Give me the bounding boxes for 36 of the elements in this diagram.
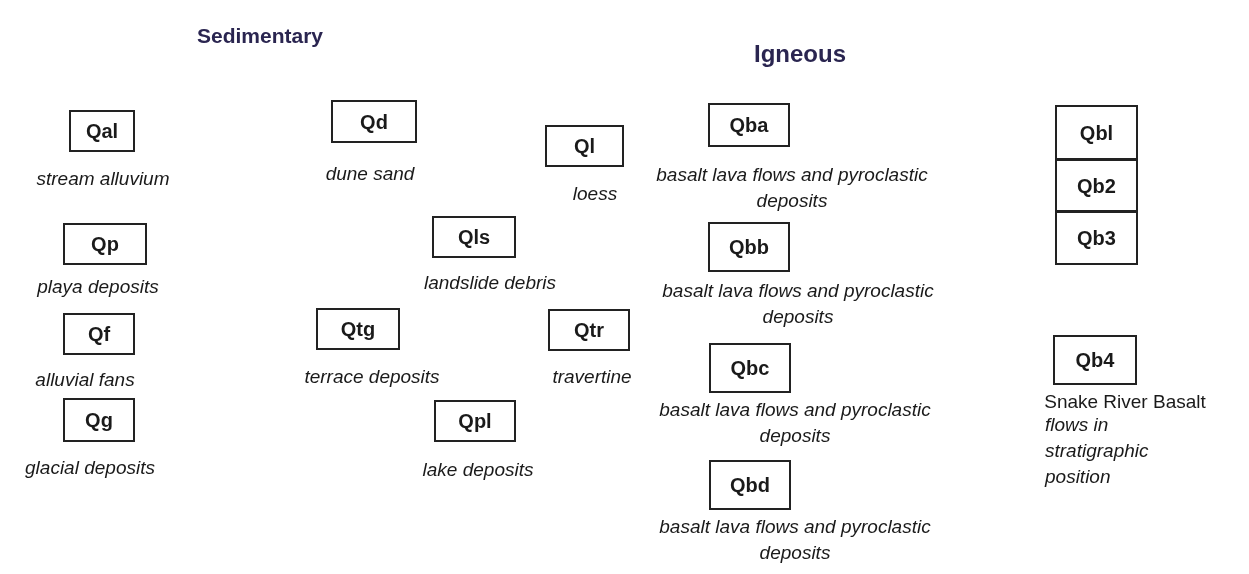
unit-description: basalt lava flows and pyroclastic deposits	[658, 398, 932, 448]
map-unit-box: Qb3	[1055, 211, 1138, 265]
map-unit-box: Qal	[69, 110, 135, 152]
map-unit-box: Qbb	[708, 222, 790, 272]
unit-description: alluvial fans	[34, 368, 136, 392]
unit-description: stream alluvium	[35, 167, 171, 191]
unit-description: basalt lava flows and pyroclastic deposits	[658, 515, 932, 565]
map-unit-box: Qtr	[548, 309, 630, 351]
unit-description: terrace deposits	[303, 365, 441, 389]
unit-description: landslide debris	[423, 271, 557, 295]
map-unit-box: Qba	[708, 103, 790, 147]
map-unit-box: Qpl	[434, 400, 516, 442]
section-heading: Sedimentary	[196, 23, 324, 49]
unit-description: playa deposits	[36, 275, 160, 299]
unit-description: travertine	[551, 365, 633, 389]
map-unit-box: Qb4	[1053, 335, 1137, 385]
map-unit-box: Ql	[545, 125, 624, 167]
section-heading: Igneous	[754, 39, 846, 69]
map-unit-box: Qtg	[316, 308, 400, 350]
map-unit-box: Qp	[63, 223, 147, 265]
unit-description: flows in stratigraphic position	[1045, 413, 1150, 489]
map-unit-box: Qls	[432, 216, 516, 258]
unit-description: loess	[571, 182, 619, 206]
map-unit-box: Qd	[331, 100, 417, 143]
unit-description: glacial deposits	[24, 456, 156, 480]
unit-description: Snake River Basalt	[1043, 390, 1207, 414]
map-unit-box: Qb2	[1055, 159, 1138, 212]
unit-description: basalt lava flows and pyroclastic deposits	[655, 163, 929, 213]
map-unit-box: Qf	[63, 313, 135, 355]
unit-description: lake deposits	[421, 458, 535, 482]
unit-description: basalt lava flows and pyroclastic deposits	[661, 279, 935, 329]
map-unit-box: Qbl	[1055, 105, 1138, 160]
map-unit-box: Qbd	[709, 460, 791, 510]
unit-description: dune sand	[324, 162, 416, 186]
map-unit-box: Qbc	[709, 343, 791, 393]
map-unit-box: Qg	[63, 398, 135, 442]
